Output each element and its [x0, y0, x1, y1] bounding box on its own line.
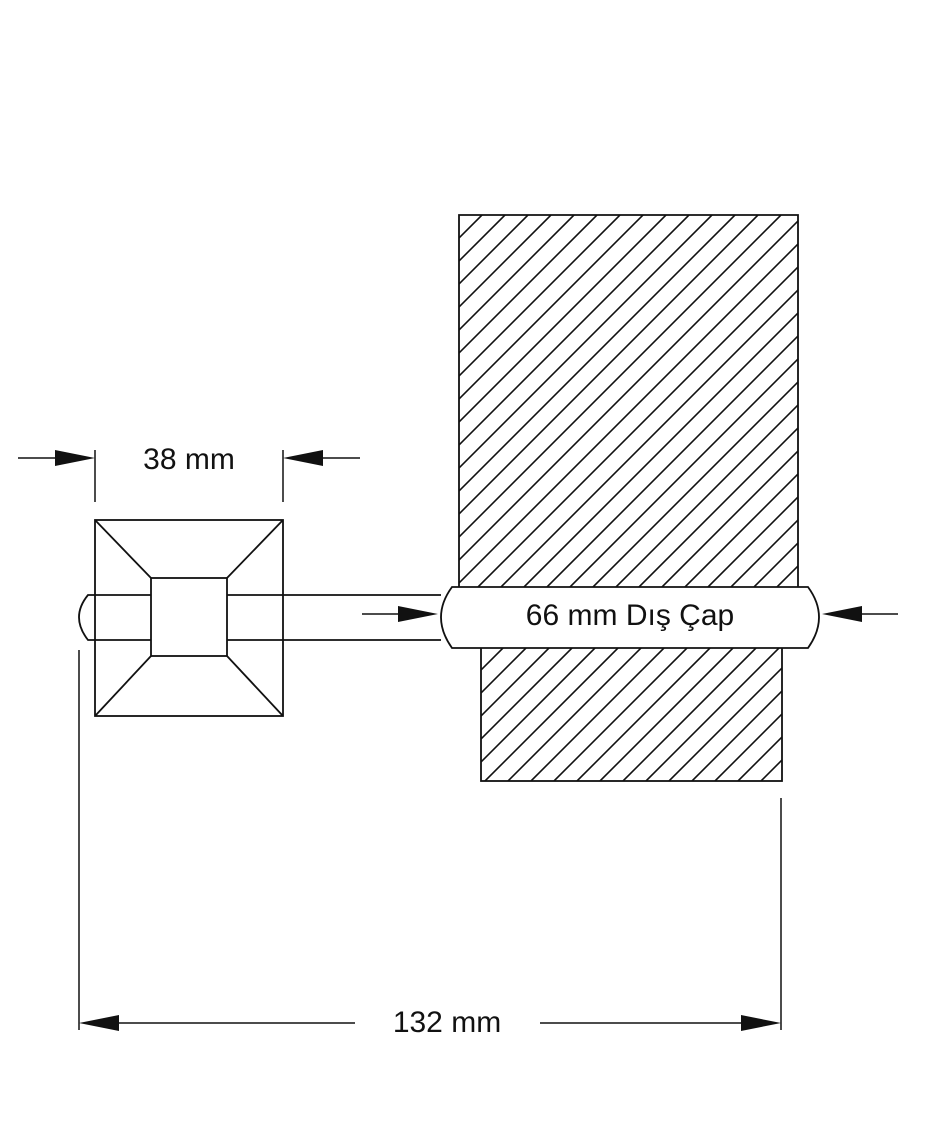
holder-ring	[440, 586, 820, 649]
hatch-line	[477, 265, 798, 587]
hatch-line	[459, 215, 667, 424]
hatch-line	[459, 215, 621, 378]
dimension-outer-diameter: 66 mm Dış Çap	[362, 599, 898, 632]
dimension-total-projection: 132 mm	[78, 650, 782, 1039]
hatch-line	[599, 647, 735, 781]
hatch-line	[876, 647, 928, 781]
hatch-line	[459, 215, 690, 447]
hatch-line	[459, 215, 736, 493]
hatch-line	[638, 426, 798, 587]
hatch-line	[459, 215, 506, 263]
arrow-right-icon	[741, 1015, 781, 1031]
hatch-line	[846, 215, 928, 587]
dimension-flange-width: 38 mm	[18, 443, 360, 502]
hatch-line	[459, 215, 552, 309]
support-arm	[78, 594, 441, 641]
glass-lower-section	[480, 646, 928, 782]
hatch-line	[684, 472, 798, 587]
arrow-right-icon	[398, 606, 438, 622]
hatch-line	[622, 647, 758, 781]
hatch-line	[714, 712, 782, 781]
hatch-line	[615, 403, 798, 587]
hatch-line	[784, 647, 918, 781]
hatch-line	[523, 311, 798, 587]
hatch-line	[546, 334, 798, 587]
hatch-line	[569, 357, 798, 587]
hatch-line	[668, 666, 782, 781]
hatch-line	[500, 288, 798, 587]
hatch-line	[481, 647, 574, 741]
hatch-line	[707, 495, 798, 587]
hatch-line	[459, 219, 798, 562]
hatch-line	[592, 380, 798, 587]
hatch-line	[459, 215, 713, 470]
hatch-line	[530, 647, 666, 781]
total-projection-label: 132 mm	[393, 1006, 501, 1039]
hatch-line	[823, 215, 928, 587]
hatch-line	[459, 215, 575, 332]
hatch-line	[853, 647, 928, 781]
hatch-line	[459, 242, 798, 585]
arrow-right-icon	[55, 450, 95, 466]
arrow-left-icon	[283, 450, 323, 466]
hatch-line	[661, 449, 798, 587]
arrow-left-icon	[79, 1015, 119, 1031]
hatch-line	[807, 647, 928, 781]
hatch-line	[776, 564, 798, 587]
flange-width-label: 38 mm	[143, 443, 235, 476]
hatch-line	[459, 215, 782, 539]
hatch-line	[507, 647, 643, 781]
hatch-line	[576, 647, 712, 781]
hatch-line	[459, 215, 759, 516]
hatch-line	[553, 647, 689, 781]
hatch-line	[481, 647, 482, 649]
hatch-line	[459, 215, 483, 240]
hatch-line	[484, 647, 620, 781]
outer-diameter-label: 66 mm Dış Çap	[526, 599, 734, 632]
hatch-line	[915, 215, 928, 587]
hatch-line	[645, 647, 781, 781]
hatch-line	[459, 215, 598, 355]
hatch-line	[869, 215, 928, 587]
glass-upper-section	[458, 214, 928, 587]
hatch-line	[830, 647, 928, 781]
wall-flange	[94, 519, 284, 717]
hatch-line	[481, 647, 597, 764]
hatch-line	[800, 215, 928, 587]
hatch-line	[481, 647, 551, 718]
hatch-line	[459, 215, 644, 401]
hatch-line	[691, 689, 782, 781]
hatch-line	[481, 647, 528, 695]
hatch-line	[737, 735, 782, 781]
hatch-line	[459, 215, 529, 286]
hatch-line	[899, 647, 928, 781]
hatch-line	[892, 215, 928, 587]
arrow-left-icon	[822, 606, 862, 622]
hatch-line	[730, 518, 798, 587]
